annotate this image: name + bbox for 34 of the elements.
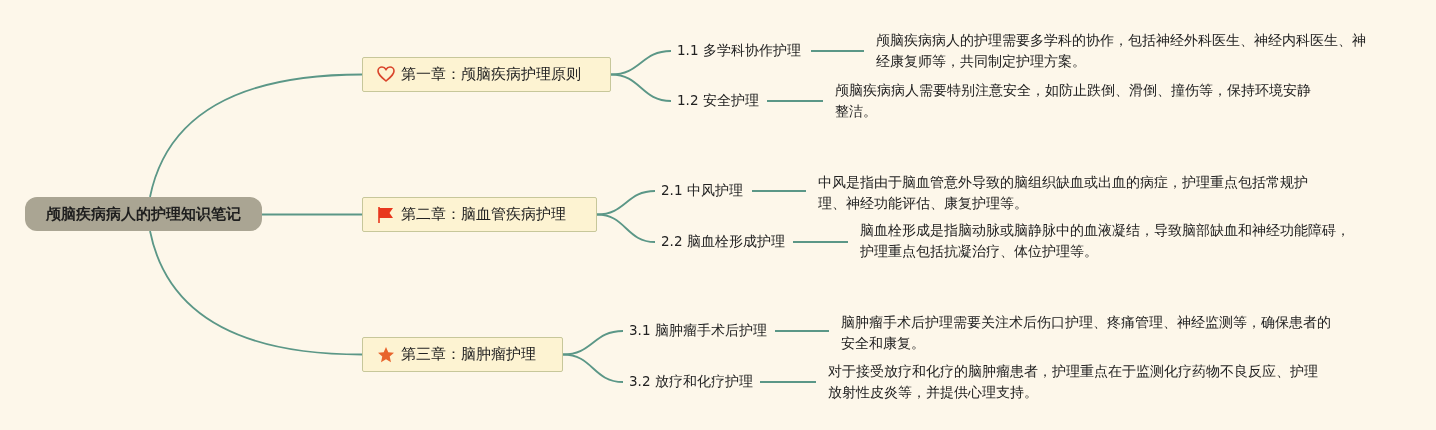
connector [792, 241, 849, 243]
connector [610, 73, 672, 102]
topic-box [362, 57, 611, 92]
connector [774, 330, 830, 332]
subtopic-label: 1.2 安全护理 [671, 90, 767, 112]
connector [610, 50, 672, 76]
topic-box [362, 337, 563, 372]
subtopic-label: 3.2 放疗和化疗护理 [623, 371, 760, 393]
description-text: 颅脑疾病病人需要特别注意安全，如防止跌倒、滑倒、撞伤等，保持环境安静整洁。 [823, 80, 1318, 124]
description-text: 中风是指由于脑血管意外导致的脑组织缺血或出血的病症，护理重点包括常规护理、神经功能评估、康复护理等。 [806, 172, 1311, 216]
description-text: 脑血栓形成是指脑动脉或脑静脉中的血液凝结，导致脑部缺血和神经功能障碍，护理重点包括抗凝治疗、体位护理等。 [848, 220, 1353, 264]
topic-label: 第一章：颅脑疾病护理原则 [401, 65, 581, 84]
subtopic-label: 2.1 中风护理 [655, 180, 752, 202]
connector [149, 73, 363, 198]
description-text: 对于接受放疗和化疗的脑肿瘤患者，护理重点在于监测化疗药物不良反应、护理放射性皮炎等，并提供心理支持。 [816, 361, 1321, 405]
connector [596, 213, 656, 243]
topic-label: 第二章：脑血管疾病护理 [401, 205, 566, 224]
connector [759, 381, 817, 383]
connector [149, 230, 363, 356]
connector [596, 190, 656, 216]
subtopic-label: 1.1 多学科协作护理 [671, 40, 811, 62]
connector [766, 100, 824, 102]
topic-label: 第三章：脑肿瘤护理 [401, 345, 536, 364]
connector [261, 213, 363, 216]
connector [751, 190, 807, 192]
connector [562, 330, 624, 356]
central-topic: 颅脑疾病病人的护理知识笔记 [25, 197, 262, 231]
description-text: 颅脑疾病病人的护理需要多学科的协作，包括神经外科医生、神经内科医生、神经康复师等，共同制定护理方案。 [864, 30, 1374, 74]
subtopic-label: 2.2 脑血栓形成护理 [655, 231, 793, 253]
description-text: 脑肿瘤手术后护理需要关注术后伤口护理、疼痛管理、神经监测等，确保患者的安全和康复。 [829, 312, 1334, 356]
subtopic-label: 3.1 脑肿瘤手术后护理 [623, 320, 775, 342]
connector [562, 353, 624, 383]
connector [810, 50, 865, 52]
topic-box [362, 197, 597, 232]
